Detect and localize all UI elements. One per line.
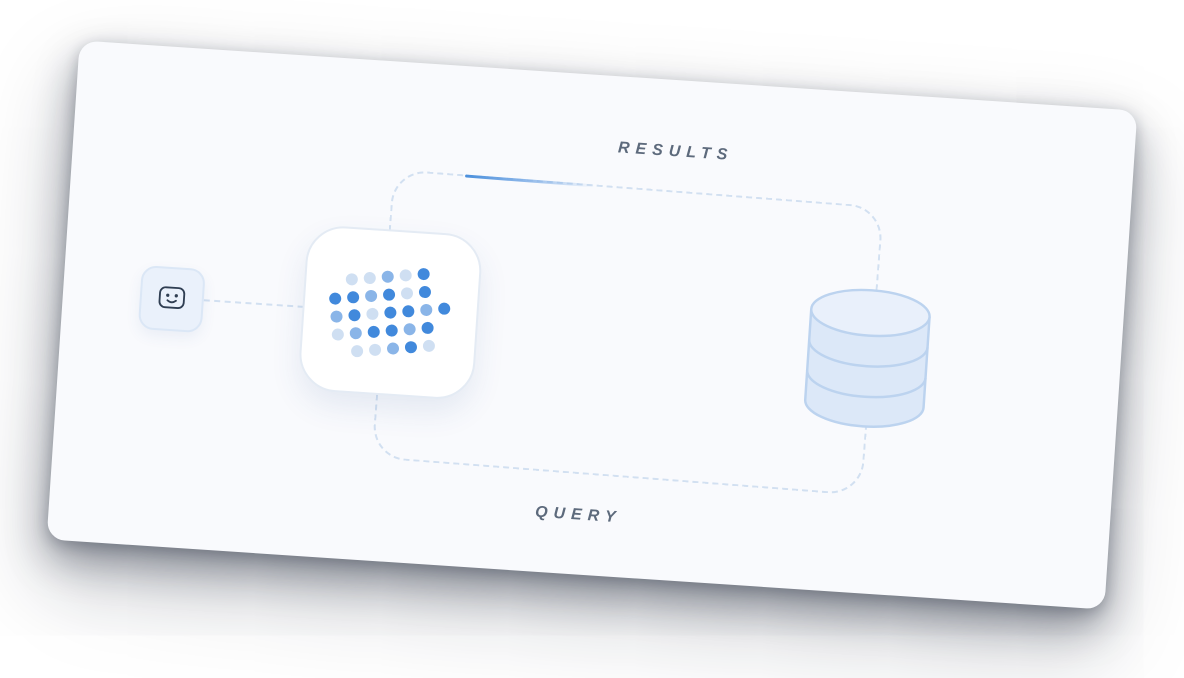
dot-row	[330, 302, 451, 323]
dot	[386, 342, 400, 355]
dot	[363, 271, 377, 285]
dot	[421, 321, 435, 335]
dot	[417, 267, 431, 281]
dot	[437, 302, 451, 316]
dot	[368, 343, 382, 357]
query-label: QUERY	[534, 503, 623, 527]
dot	[381, 270, 395, 284]
bot-tile	[137, 265, 206, 334]
dot	[364, 289, 378, 303]
bot-to-model-connector	[203, 299, 304, 308]
dot	[399, 268, 413, 282]
dot-matrix-icon	[327, 266, 453, 359]
model-card	[297, 223, 484, 402]
dot	[328, 292, 342, 306]
dot	[331, 328, 345, 341]
results-label: RESULTS	[617, 139, 734, 164]
dot	[385, 324, 399, 337]
dot	[403, 322, 417, 336]
dot	[367, 325, 381, 339]
dot-row	[331, 320, 452, 341]
dot-row	[333, 338, 454, 359]
bot-face-icon	[158, 286, 186, 310]
dot	[349, 326, 363, 340]
dot	[366, 307, 379, 321]
illustration-card: RESULTS QUERY	[46, 40, 1138, 610]
dot	[422, 339, 436, 353]
dot	[404, 340, 418, 354]
dot	[350, 344, 364, 358]
dot	[345, 272, 359, 286]
dot	[400, 286, 414, 300]
dot-row	[327, 266, 448, 287]
dot	[348, 308, 361, 322]
dot	[346, 290, 360, 304]
dot	[418, 285, 432, 299]
database-icon	[803, 288, 931, 428]
dot	[330, 310, 343, 323]
dot-row	[328, 284, 450, 306]
dot	[419, 303, 433, 317]
dot	[401, 304, 415, 318]
results-flow-highlight	[464, 173, 595, 188]
dot	[383, 306, 397, 320]
database-tile	[787, 271, 948, 447]
dot	[382, 288, 396, 302]
